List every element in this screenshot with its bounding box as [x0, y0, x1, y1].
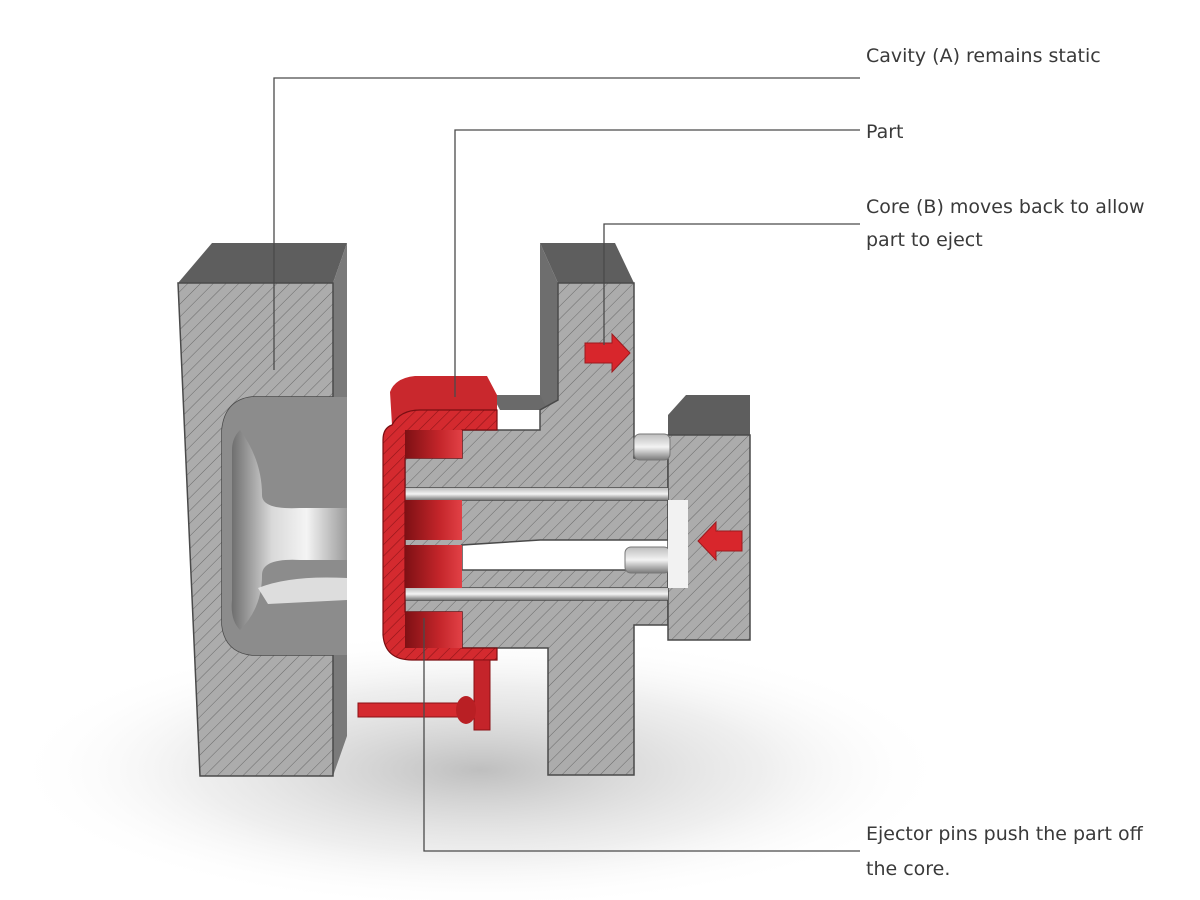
leader-ejector: [423, 618, 860, 852]
guide-pin-upper: [633, 433, 671, 461]
part-top-face: [390, 376, 497, 425]
ejector-pin-lower: [405, 588, 668, 600]
sprue-gate: [473, 659, 491, 731]
label-ejector-line2: the core.: [866, 858, 950, 880]
core-top-face: [540, 243, 634, 283]
leader-cavity: [273, 77, 860, 370]
label-part: Part: [866, 121, 904, 143]
sprue-tip: [456, 696, 476, 724]
leader-part: [454, 129, 860, 397]
molded-part: [357, 376, 498, 731]
part-inner-wall: [405, 430, 462, 458]
arrow-left-icon: [697, 520, 743, 562]
arrow-right-icon: [584, 332, 631, 374]
sprue-runner: [357, 702, 459, 718]
cavity-recess-highlight: [258, 577, 347, 604]
part-inner-upper: [405, 500, 462, 540]
ejector-plate-top: [668, 395, 750, 435]
part-inner-lower: [405, 545, 462, 588]
plate-gap: [668, 500, 688, 588]
label-core-line2: part to eject: [866, 229, 983, 251]
label-ejector-line1: Ejector pins push the part off: [866, 823, 1144, 845]
cavity-block-a: [177, 243, 347, 777]
guide-pin-lower: [624, 546, 671, 574]
core-left-face: [540, 243, 558, 410]
cavity-recess-shape: [231, 430, 347, 630]
label-core-line1: Core (B) moves back to allow: [866, 196, 1145, 218]
cavity-top-face: [178, 243, 347, 283]
part-body: [382, 409, 498, 661]
ejector-pin-upper: [405, 488, 668, 500]
part-inner-bottom: [405, 612, 462, 648]
leader-core: [603, 223, 860, 345]
label-cavity: Cavity (A) remains static: [866, 45, 1101, 67]
core-step-face: [492, 395, 548, 410]
